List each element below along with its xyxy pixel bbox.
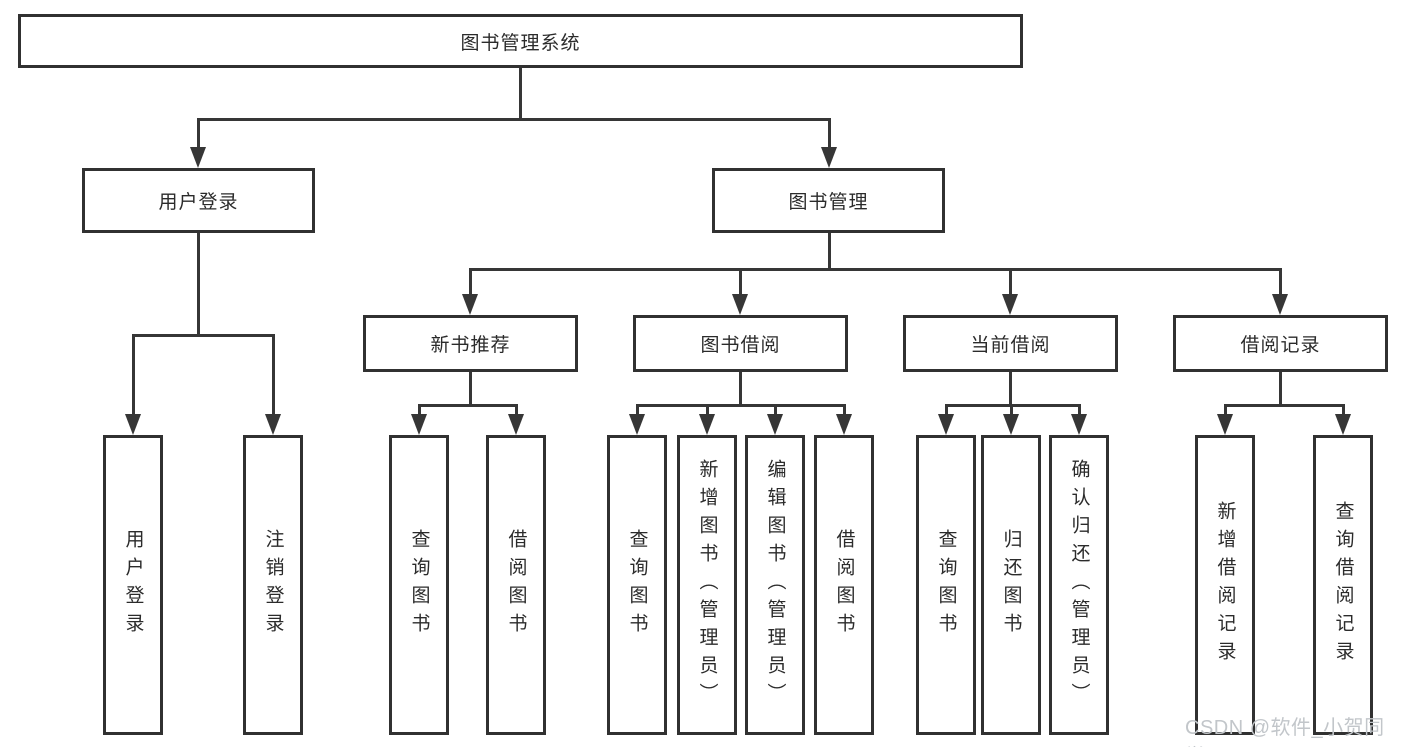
node-label: 图书管理系统 xyxy=(460,32,581,54)
connector-borrowing-records-stem xyxy=(1279,372,1282,406)
node-label: 借阅记录 xyxy=(1240,335,1321,356)
connector-drop-leaf xyxy=(1342,404,1345,418)
connector-drop-leaf xyxy=(1078,404,1081,418)
connector-drop-leaf xyxy=(1224,404,1227,418)
arrowhead-down-icon xyxy=(732,294,748,315)
connector-drop-leaf xyxy=(1010,404,1013,418)
leaf-confirm-return-admin: 确认归还（管理员） xyxy=(1049,435,1109,735)
leaf-add-borrow-record: 新增借阅记录 xyxy=(1195,435,1255,735)
leaf-label: 查询图书 xyxy=(626,529,648,641)
leaf-label: 归还图书 xyxy=(1000,529,1022,641)
leaf-label: 编辑图书（管理员） xyxy=(764,459,786,711)
leaf-label: 确认归还（管理员） xyxy=(1068,459,1090,711)
node-label: 图书借阅 xyxy=(700,335,781,356)
connector-book-borrowing-stem xyxy=(739,372,742,406)
connector-user-login-stem xyxy=(197,233,200,336)
arrowhead-down-icon xyxy=(1272,294,1288,315)
leaf-user-login: 用户登录 xyxy=(103,435,163,735)
leaf-borrow-books-borrowing: 借阅图书 xyxy=(814,435,874,735)
csdn-watermark: CSDN @软件_小贺同学 xyxy=(1185,717,1385,747)
connector-drop-user-login xyxy=(197,118,200,150)
arrowhead-down-icon xyxy=(411,414,427,435)
leaf-query-books-borrowing: 查询图书 xyxy=(607,435,667,735)
leaf-label: 查询图书 xyxy=(935,529,957,641)
connector-book-management-stem xyxy=(828,233,831,271)
connector-new-book-recommendation-stem xyxy=(469,372,472,406)
leaf-label: 新增借阅记录 xyxy=(1214,501,1236,669)
leaf-label: 借阅图书 xyxy=(505,529,527,641)
connector-drop-leaf xyxy=(843,404,846,418)
leaf-add-book-admin: 新增图书（管理员） xyxy=(677,435,737,735)
arrowhead-down-icon xyxy=(767,414,783,435)
node-current-borrowing: 当前借阅 xyxy=(903,315,1118,372)
connector-new-book-recommendation-bus xyxy=(418,404,518,407)
leaf-query-books-current: 查询图书 xyxy=(916,435,976,735)
connector-drop-new-book-recommendation xyxy=(469,268,472,296)
node-label: 用户登录 xyxy=(158,192,239,213)
connector-user-login-bus xyxy=(132,334,274,337)
arrowhead-down-icon xyxy=(265,414,281,435)
node-library-management-system: 图书管理系统 xyxy=(18,14,1023,68)
leaf-query-borrow-record: 查询借阅记录 xyxy=(1313,435,1373,735)
arrowhead-down-icon xyxy=(821,147,837,168)
arrowhead-down-icon xyxy=(836,414,852,435)
leaf-edit-book-admin: 编辑图书（管理员） xyxy=(745,435,805,735)
leaf-label: 借阅图书 xyxy=(833,529,855,641)
leaf-label: 查询借阅记录 xyxy=(1332,501,1354,669)
arrowhead-down-icon xyxy=(508,414,524,435)
node-user-login: 用户登录 xyxy=(82,168,315,233)
connector-drop-borrowing-records xyxy=(1279,268,1282,296)
arrowhead-down-icon xyxy=(462,294,478,315)
node-book-management: 图书管理 xyxy=(712,168,945,233)
arrowhead-down-icon xyxy=(1003,414,1019,435)
arrowhead-down-icon xyxy=(125,414,141,435)
connector-drop-current-borrowing xyxy=(1009,268,1012,296)
arrowhead-down-icon xyxy=(629,414,645,435)
node-borrowing-records: 借阅记录 xyxy=(1173,315,1388,372)
leaf-return-books: 归还图书 xyxy=(981,435,1041,735)
node-new-book-recommendation: 新书推荐 xyxy=(363,315,578,372)
node-label: 当前借阅 xyxy=(970,335,1051,356)
arrowhead-down-icon xyxy=(1335,414,1351,435)
node-label: 新书推荐 xyxy=(430,335,511,356)
connector-book-management-bus xyxy=(469,268,1282,271)
node-book-borrowing: 图书借阅 xyxy=(633,315,848,372)
connector-drop-leaf-user-login xyxy=(132,334,135,416)
arrowhead-down-icon xyxy=(1002,294,1018,315)
connector-drop-leaf xyxy=(636,404,639,418)
connector-root-bus xyxy=(197,118,831,121)
connector-drop-book-management xyxy=(828,118,831,150)
connector-root-stem xyxy=(519,68,522,120)
connector-drop-leaf xyxy=(418,404,421,418)
leaf-label: 用户登录 xyxy=(122,529,144,641)
connector-book-borrowing-bus xyxy=(636,404,845,407)
node-label: 图书管理 xyxy=(788,192,869,213)
connector-current-borrowing-stem xyxy=(1009,372,1012,406)
connector-drop-leaf-logout xyxy=(272,334,275,416)
connector-drop-leaf xyxy=(515,404,518,418)
leaf-query-books-recommend: 查询图书 xyxy=(389,435,449,735)
leaf-logout: 注销登录 xyxy=(243,435,303,735)
connector-drop-book-borrowing xyxy=(739,268,742,296)
connector-borrowing-records-bus xyxy=(1224,404,1345,407)
arrowhead-down-icon xyxy=(190,147,206,168)
arrowhead-down-icon xyxy=(699,414,715,435)
leaf-label: 查询图书 xyxy=(408,529,430,641)
leaf-label: 注销登录 xyxy=(262,529,284,641)
arrowhead-down-icon xyxy=(938,414,954,435)
arrowhead-down-icon xyxy=(1217,414,1233,435)
leaf-borrow-books-recommend: 借阅图书 xyxy=(486,435,546,735)
leaf-label: 新增图书（管理员） xyxy=(696,459,718,711)
connector-drop-leaf xyxy=(774,404,777,418)
arrowhead-down-icon xyxy=(1071,414,1087,435)
connector-drop-leaf xyxy=(706,404,709,418)
connector-drop-leaf xyxy=(945,404,948,418)
